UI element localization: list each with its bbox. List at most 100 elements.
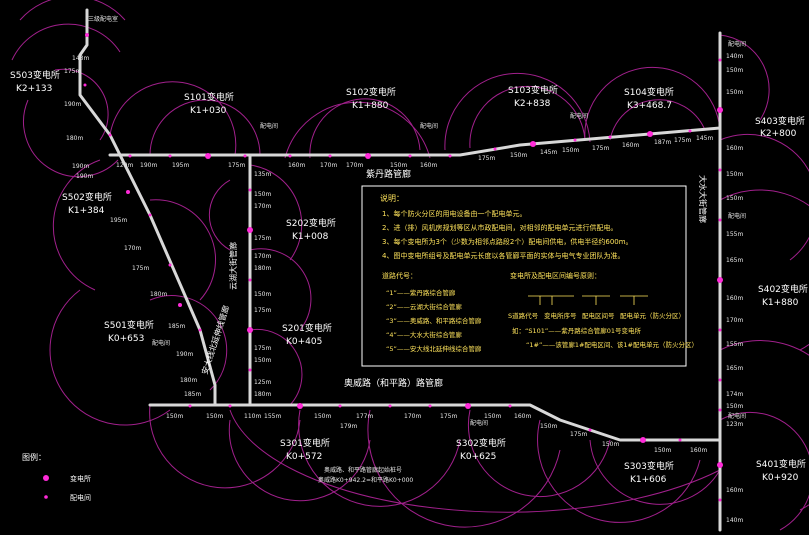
code-line: “5”——安大线北延伸线综合管廊 [386,344,482,353]
segment-length: 175m [478,155,495,162]
notes-title: 说明： [380,193,404,203]
notes-line: 1、每个防火分区的用电设备由一个配电单元。 [382,209,526,218]
room-marker [718,218,722,222]
segment-length: 155m [726,231,743,238]
segment-length: 155m [264,413,281,420]
segment-length: 195m [172,162,189,169]
room-label: 配电间 [570,112,588,120]
substation-name: S502变电所 [62,191,112,203]
substation-chainage: K2+838 [514,99,551,109]
room-marker [148,213,152,217]
numbering-label: 配电单元（防火分区） [620,311,685,320]
substation-marker [126,190,130,194]
numbering-schematic [528,295,648,305]
segment-length: 160m [622,142,639,149]
segment-length: 180m [66,135,83,142]
room-marker [678,438,682,442]
room-marker [243,154,247,158]
code-line: “1”——紫丹路综合管廊 [386,288,456,297]
room-marker [493,147,497,151]
segment-lengths-left: 143m 175m 190m 180m 190m 190m 195m 170m … [64,55,201,398]
segment-length: 187m [654,139,671,146]
substation-labels: S503变电所 K2+133 S101变电所 K1+030 S102变电所 K1… [10,69,808,485]
corridor-labels: 紫丹路管廊 奥威路（和平路）路管廊 大水大街管廊 安大线北延伸线管廊 云湖大街管… [199,168,708,389]
substation-marker [717,277,723,283]
substation-name: S102变电所 [346,86,396,98]
room-label: 配电间 [260,122,278,130]
segment-length: 175m [592,145,609,152]
segment-length: 175m [64,68,81,75]
room-marker [588,428,592,432]
substation-chainage: K0+625 [460,452,496,462]
substation-name: S202变电所 [286,217,336,229]
room-marker [428,404,432,408]
substation-dots [85,33,723,468]
segment-length: 175m [254,345,271,352]
segment-length: 180m [180,377,197,384]
segment-length: 150m [726,89,743,96]
room-marker [718,168,722,172]
substation-marker [178,303,182,307]
segment-length: 177m [356,413,373,420]
notes-border [361,185,687,367]
room-marker [288,154,292,158]
segment-length: 170m [726,317,743,324]
room-dots [83,58,722,502]
corridor-bottom [148,403,722,442]
segment-lengths-middle: 135m 150m 170m 175m 170m 180m 150m 175m … [254,171,271,398]
segment-length: 175m [254,235,271,242]
segment-length: 150m [726,403,743,410]
substation-chainage: K1+880 [352,101,389,111]
segment-length: 150m [562,147,579,154]
substation-chainage: K0+920 [762,473,799,483]
segment-length: 180m [254,391,271,398]
top-left-label: 三级配电室 [88,15,118,23]
code-title: 道路代号： [382,271,417,280]
corridor-name-top: 紫丹路管廊 [366,168,411,180]
segment-length: 150m [254,357,271,364]
substation-marker [647,131,653,137]
segment-length: 170m [346,162,363,169]
segment-length: 160m [514,413,531,420]
room-marker [408,154,412,158]
substation-name: S101变电所 [184,91,234,103]
numbering-example: “1#”——该管廊1#配电区间、该1#配电单元（防火分区） [526,340,698,349]
segment-length: 150m [726,195,743,202]
substation-name: S401变电所 [756,458,806,470]
segment-length: 150m [206,413,223,420]
segment-length: 140m [726,517,743,524]
numbering-label: 变电所序号 [544,311,577,320]
segment-length: 195m [110,217,127,224]
segment-length: 150m [510,152,527,159]
segment-length: 143m [72,55,89,62]
segment-length: 170m [254,253,271,260]
notes-line: 2、进（排）风机房规划等区从市政配电间，对相邻的配电单元进行供配电。 [382,223,617,232]
substation-chainage: K0+405 [286,337,322,347]
segment-length: 175m [132,265,149,272]
segment-lengths-right: 140m 150m 150m 160m 150m 150m 155m 165m … [726,53,743,524]
segment-length: 175m [440,413,457,420]
room-label: 配电间 [728,412,746,420]
segment-length: 150m [166,413,183,420]
segment-lengths-top: 120m 190m 195m 175m 160m 170m 170m 150m … [116,135,713,169]
segment-length: 170m [124,245,141,252]
segment-lengths-bottom: 150m 150m 110m 155m 150m 177m 179m 170m … [166,413,707,454]
segment-length: 150m [254,291,271,298]
room-marker [388,404,392,408]
segment-length: 150m [726,171,743,178]
bottom-note-1: 奥威路、和平路管廊起始桩号 [324,466,402,474]
substation-name: S104变电所 [624,86,674,98]
room-marker [608,135,612,139]
code-line: “3”——奥威路、和平路综合管廊 [386,316,482,325]
code-line: “4”——大水大街综合管廊 [386,330,462,339]
segment-length: 150m [254,191,271,198]
segment-length: 125m [254,379,271,386]
room-marker [228,404,232,408]
substation-chainage: K1+030 [190,106,227,116]
segment-length: 170m [254,203,271,210]
segment-length: 150m [390,162,407,169]
segment-length: 190m [140,162,157,169]
segment-length: 140m [726,53,743,60]
segment-length: 123m [726,421,743,428]
substation-name: S503变电所 [10,69,60,81]
